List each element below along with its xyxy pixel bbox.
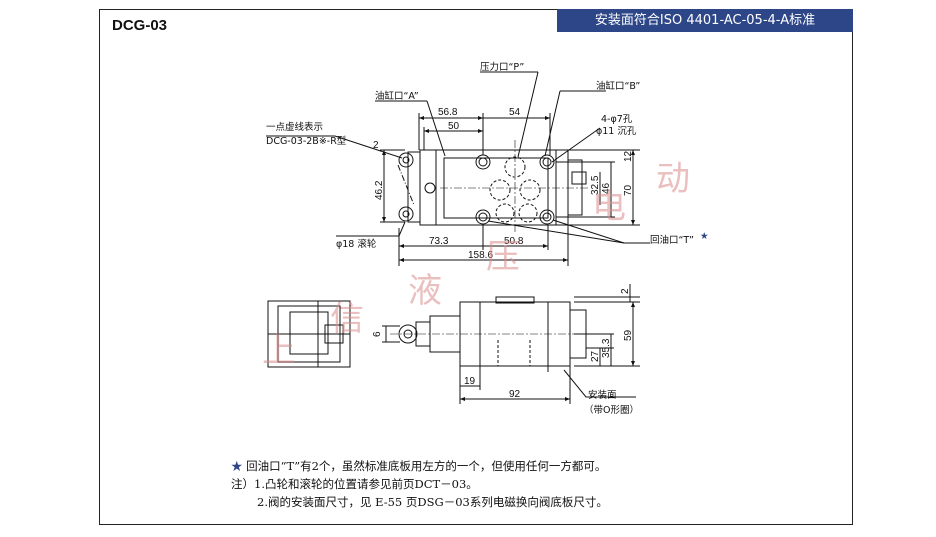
dim-6: 6 [372, 331, 383, 337]
watermark-char-4: 压 [486, 237, 520, 277]
port-b-label: 油缸口“B” [596, 80, 640, 92]
dim-70: 70 [623, 184, 634, 196]
dash-note-line1: 一点虚线表示 [266, 121, 323, 133]
port-t-star-icon: ★ [700, 231, 709, 242]
port-t-label: 回油口“T” [650, 234, 694, 246]
valve-body-top [419, 149, 569, 226]
dash-note-line2: DCG-03-2B※-R型 [266, 136, 347, 147]
dim-92: 92 [509, 389, 521, 400]
mount-face-label: 安装面 [588, 389, 617, 401]
dim-46-2: 46.2 [374, 180, 385, 200]
dim-158-6: 158.6 [468, 250, 493, 261]
star-icon: ★ [231, 459, 243, 473]
model-title: DCG-03 [112, 17, 168, 34]
dim-27: 27 [590, 350, 601, 362]
dim-73-3: 73.3 [429, 236, 449, 247]
notes-block: ★ 回油口“T”有2个，虽然标准底板用左方的一个，但使用任何一方都可。 注）1.… [231, 457, 608, 511]
counterbore-label: φ11 沉孔 [596, 126, 637, 137]
dim-50-8: 50.8 [504, 236, 524, 247]
dim-56-8: 56.8 [438, 107, 458, 118]
note-star-line: ★ 回油口“T”有2个，虽然标准底板用左方的一个，但使用任何一方都可。 [231, 457, 608, 475]
dim-54: 54 [509, 107, 521, 118]
watermark-char-2: 信 [330, 299, 364, 339]
mount-note-label: （带O形圈） [584, 404, 639, 416]
dim-32-5: 32.5 [590, 175, 601, 195]
port-p-label: 压力口“P” [480, 61, 524, 73]
standard-banner: 安装面符合ISO 4401-AC-05-4-A标准 [557, 9, 853, 32]
dim-19: 19 [464, 376, 476, 387]
roller-label: φ18 滚轮 [336, 238, 377, 250]
dim-46: 46 [601, 182, 612, 194]
note-2: 2.阀的安装面尺寸，见 E-55 页DSG－03系列电磁换向阀底板尺寸。 [257, 495, 608, 509]
dim-12: 12 [623, 150, 634, 162]
dim-35-3: 35.3 [601, 338, 612, 358]
watermark-char-1: 上 [262, 331, 296, 371]
note-star-text: 回油口“T”有2个，虽然标准底板用左方的一个，但使用任何一方都可。 [246, 459, 607, 473]
port-a-label: 油缸口“A” [375, 90, 419, 102]
note-1: 注）1.凸轮和滚轮的位置请参见前页DCT－03。 [231, 477, 478, 491]
watermark-char-5: 电 [592, 187, 626, 227]
dim-2-side: 2 [620, 288, 631, 294]
dim-59: 59 [623, 329, 634, 341]
watermark-char-6: 动 [656, 159, 690, 199]
dim-50: 50 [448, 121, 460, 132]
drawing-frame [99, 9, 853, 525]
dim-2-top: 2 [373, 140, 379, 151]
watermark-char-3: 液 [408, 271, 442, 311]
holes-label: 4-φ7孔 [601, 114, 633, 125]
